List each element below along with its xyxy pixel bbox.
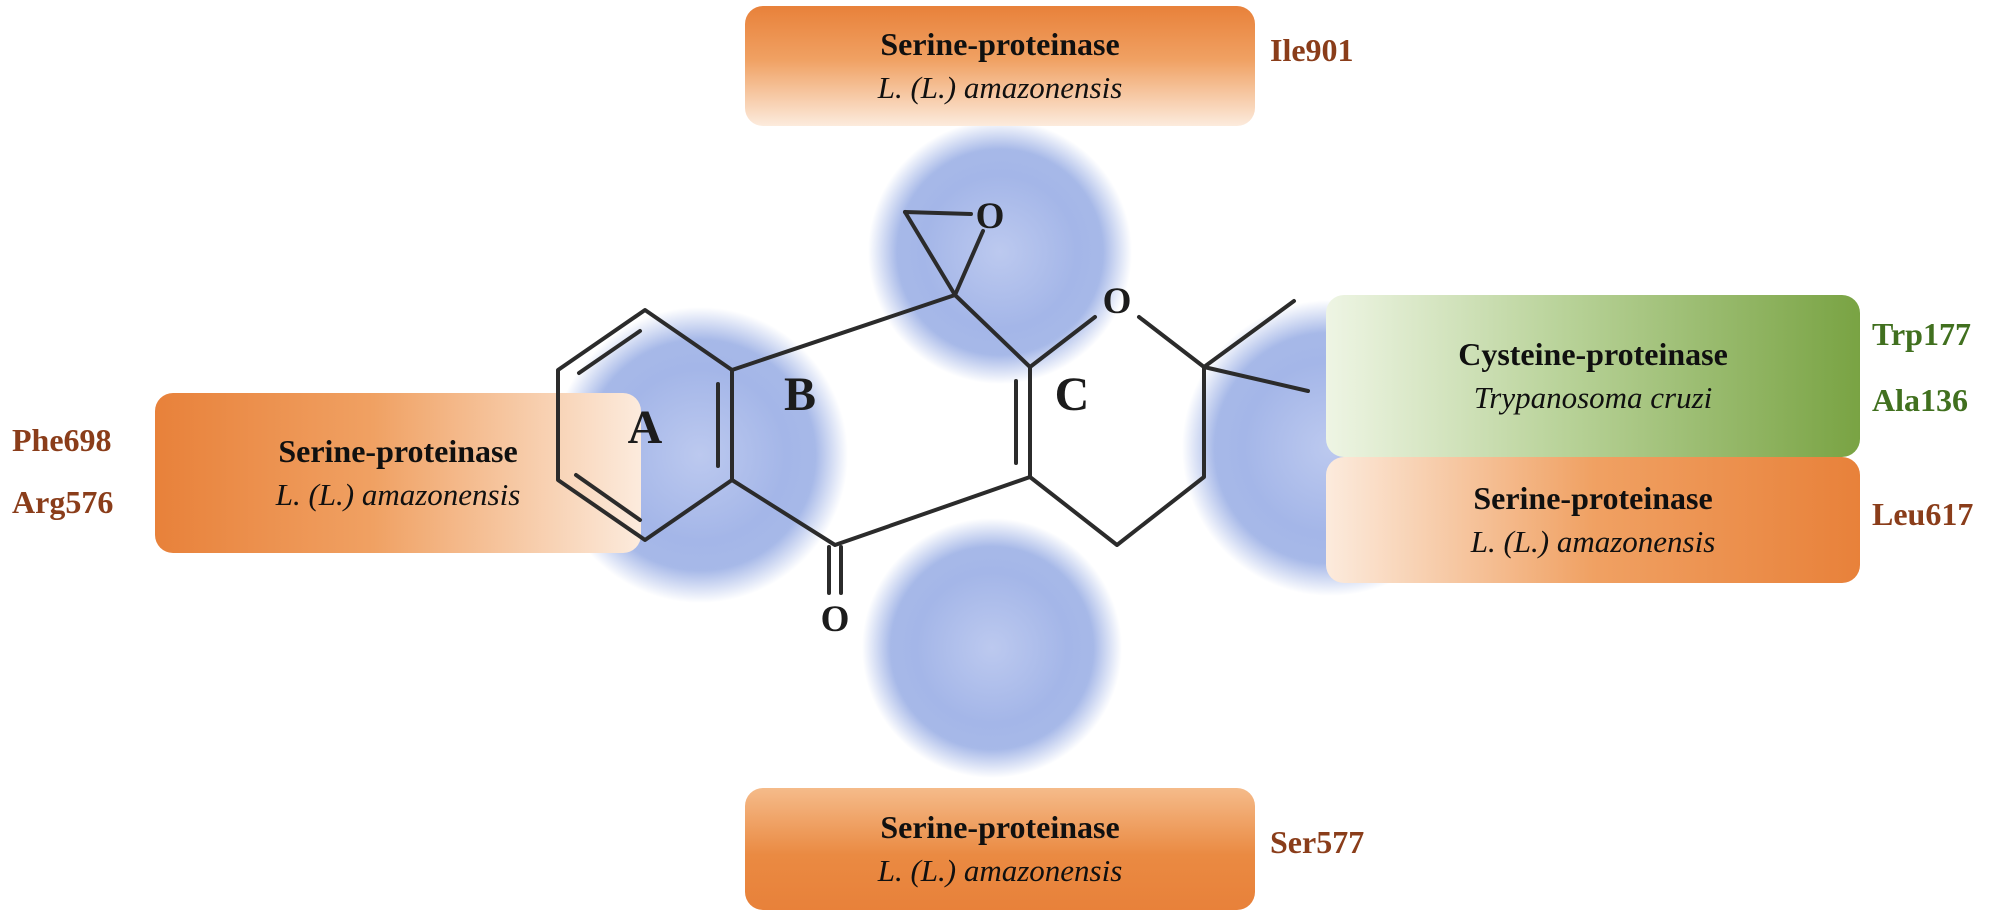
pyran-ring-c: O bbox=[1028, 281, 1310, 547]
ring-c-label: C bbox=[1055, 368, 1090, 421]
protein-name: Serine-proteinase bbox=[880, 809, 1120, 846]
middle-ring-b bbox=[730, 293, 1032, 547]
protein-name: Serine-proteinase bbox=[880, 26, 1120, 63]
species-name: L. (L.) amazonensis bbox=[877, 69, 1123, 105]
aromatic-double-bond bbox=[577, 329, 642, 375]
species-name: L. (L.) amazonensis bbox=[1470, 523, 1716, 559]
annotation-box-bottom-serine-proteinase: Serine-proteinase L. (L.) amazonensis bbox=[745, 788, 1255, 910]
ring-b-label: B bbox=[784, 368, 816, 421]
protein-name: Serine-proteinase bbox=[278, 433, 518, 470]
annotation-box-top-serine-proteinase: Serine-proteinase L. (L.) amazonensis bbox=[745, 6, 1255, 126]
species-name: L. (L.) amazonensis bbox=[275, 476, 521, 512]
residue-label-leu617: Leu617 bbox=[1872, 496, 1974, 532]
ring-a-label: A bbox=[628, 401, 663, 454]
aromatic-double-bond bbox=[574, 473, 642, 522]
protein-name: Serine-proteinase bbox=[1473, 480, 1713, 517]
epoxide-oxygen-atom: O bbox=[976, 196, 1005, 237]
residue-label-phe698: Phe698 bbox=[12, 422, 112, 458]
ketone-oxygen-atom: O bbox=[821, 599, 850, 640]
residue-label-ala136: Ala136 bbox=[1872, 382, 1968, 418]
protein-name: Cysteine-proteinase bbox=[1458, 336, 1728, 373]
highlight-circle-ketone-side bbox=[862, 518, 1122, 778]
residue-label-ser577: Ser577 bbox=[1270, 824, 1365, 860]
epoxide-group: O bbox=[903, 196, 1005, 297]
pyran-oxygen-atom: O bbox=[1103, 281, 1132, 322]
species-name: Trypanosoma cruzi bbox=[1473, 379, 1713, 415]
ketone-group: O bbox=[821, 545, 850, 640]
species-name: L. (L.) amazonensis bbox=[877, 852, 1123, 888]
annotation-box-cysteine-proteinase: Cysteine-proteinase Trypanosoma cruzi bbox=[1326, 295, 1860, 457]
residue-label-ile901: Ile901 bbox=[1270, 32, 1354, 68]
annotation-box-right-serine-proteinase: Serine-proteinase L. (L.) amazonensis bbox=[1326, 457, 1860, 583]
residue-label-trp177: Trp177 bbox=[1872, 316, 1971, 352]
residue-label-arg576: Arg576 bbox=[12, 484, 114, 520]
gem-dimethyl-bonds bbox=[1202, 299, 1310, 393]
